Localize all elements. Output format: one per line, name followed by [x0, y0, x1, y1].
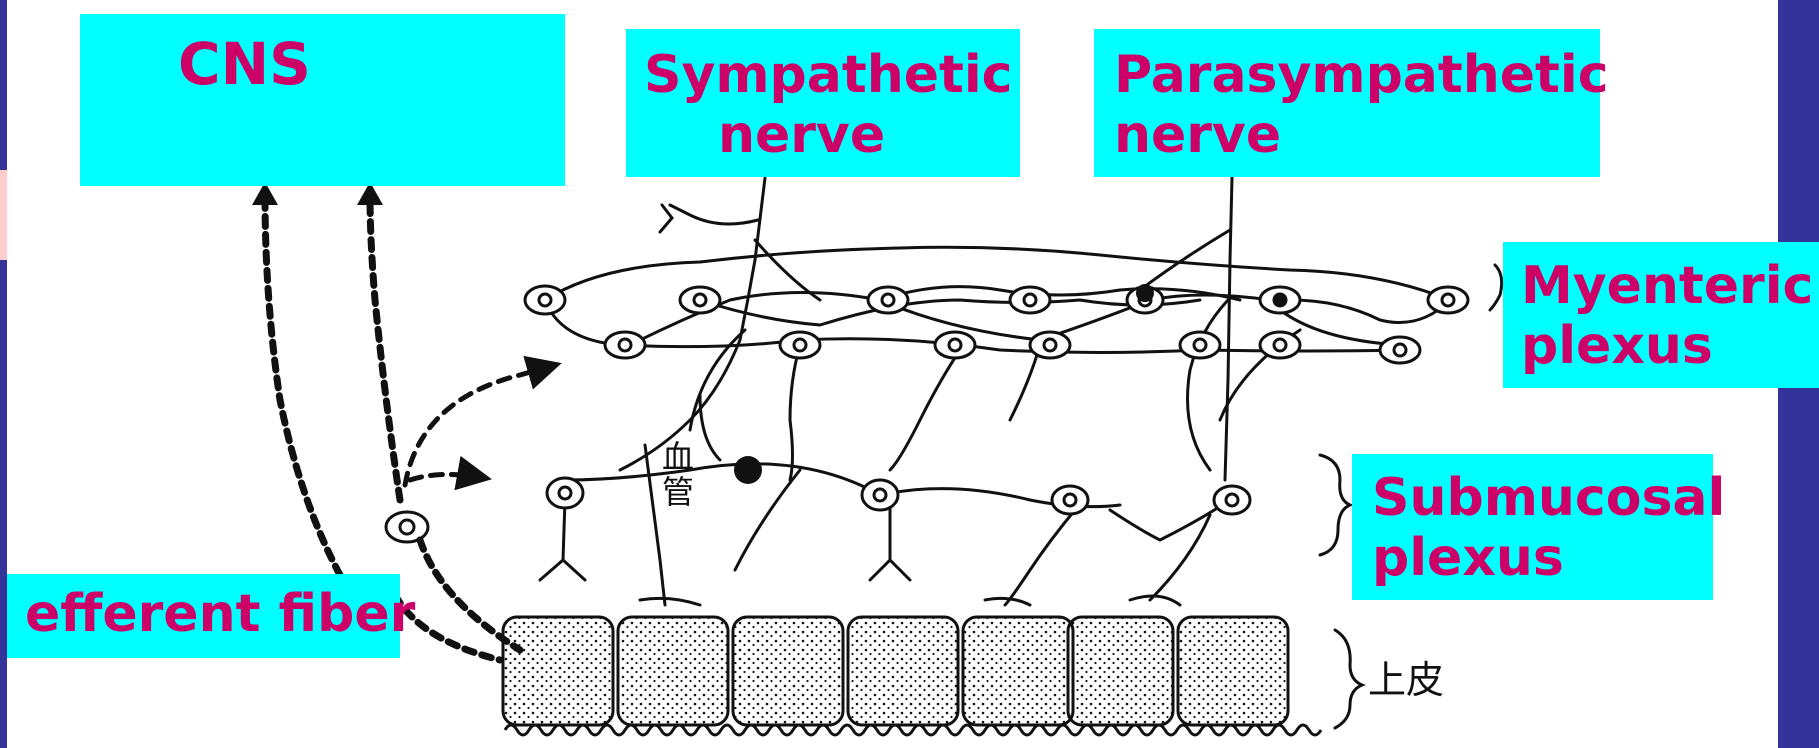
myenteric-label-line2: plexus: [1521, 316, 1819, 376]
dashed-projections: [405, 365, 555, 485]
myenteric-label-line1: Myenteric: [1521, 256, 1819, 316]
epithelium-cells: [503, 617, 1288, 725]
sympathetic-label-line1: Sympathetic: [644, 45, 1020, 105]
parasympathetic-nerve-label: Parasympathetic nerve: [1094, 29, 1600, 177]
blood-vessel-label-char2: 管: [662, 473, 694, 511]
filled-neurons: [734, 284, 1286, 484]
efferent-fiber-label: efferent fiber: [7, 574, 400, 658]
efferent-label-text: efferent fiber: [25, 584, 400, 644]
epithelium-label: 上皮: [1368, 658, 1444, 702]
sympathetic-nerve-label: Sympathetic nerve: [626, 29, 1020, 177]
cns-label-text: CNS: [178, 34, 565, 94]
cns-label: CNS: [80, 14, 565, 186]
submucosal-label-line1: Submucosal: [1372, 468, 1713, 528]
parasympathetic-label-line1: Parasympathetic: [1114, 45, 1600, 105]
blood-vessel-label-char1: 血: [662, 438, 694, 476]
myenteric-plexus-label: Myenteric plexus: [1503, 242, 1819, 388]
submucosal-plexus-label: Submucosal plexus: [1352, 454, 1713, 600]
submucosal-label-line2: plexus: [1372, 528, 1713, 588]
sympathetic-label-line2: nerve: [644, 105, 1020, 165]
parasympathetic-label-line2: nerve: [1114, 105, 1600, 165]
